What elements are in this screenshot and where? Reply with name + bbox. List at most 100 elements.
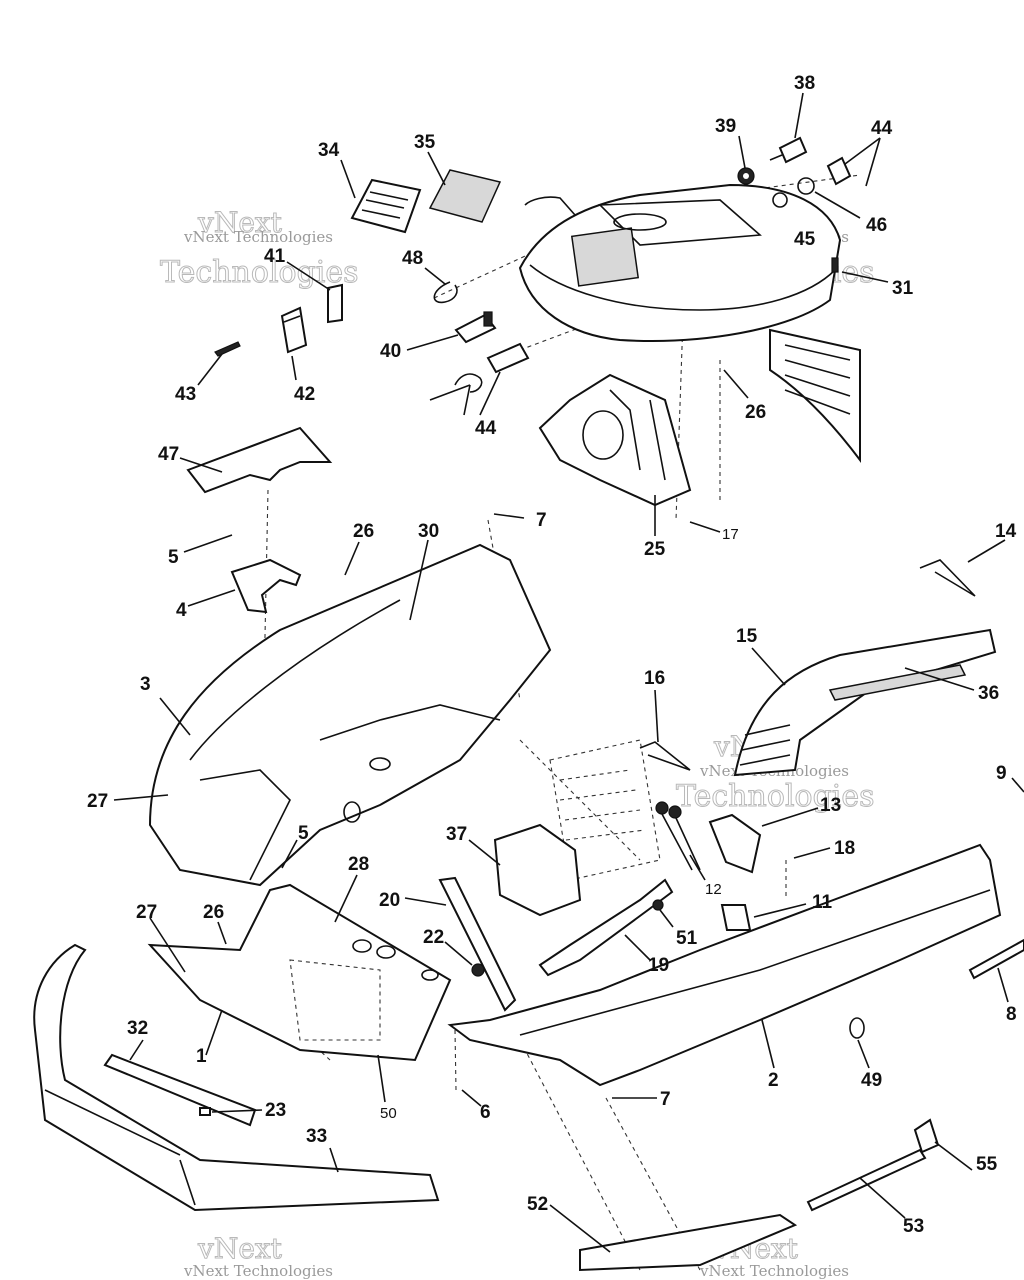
- callout-22: 22: [423, 927, 444, 948]
- part-8-strip: [968, 938, 1024, 980]
- callout-41: 41: [264, 246, 286, 267]
- callout-2: 2: [768, 1070, 779, 1091]
- callout-27-top: 27: [87, 791, 108, 812]
- callout-38: 38: [794, 73, 815, 94]
- callout-51: 51: [676, 928, 698, 949]
- part-15-fender-rail: [733, 628, 997, 777]
- callout-26-top: 26: [745, 402, 766, 423]
- part-41-bracket: [327, 283, 343, 324]
- part-46-washer: [797, 177, 815, 195]
- callout-50: 50: [380, 1105, 397, 1122]
- callout-12: 12: [705, 881, 722, 898]
- callout-20: 20: [379, 890, 400, 911]
- callout-45: 45: [794, 229, 816, 250]
- part-31-bolt: [831, 257, 839, 273]
- callout-11: 11: [812, 892, 833, 913]
- part-55-bracket: [913, 1118, 940, 1154]
- callout-31: 31: [892, 278, 914, 299]
- svg-text:vNext Technologies: vNext Technologies: [183, 1262, 333, 1280]
- part-47-plate: [186, 426, 333, 494]
- part-11-plate: [720, 904, 752, 931]
- part-43-screw: [214, 341, 241, 357]
- callout-47: 47: [158, 444, 179, 465]
- callout-27-bottom: 27: [136, 902, 157, 923]
- callout-6: 6: [480, 1102, 491, 1123]
- part-48-hose: [433, 281, 458, 304]
- callout-17: 17: [722, 526, 739, 543]
- callout-43: 43: [175, 384, 196, 405]
- part-37-baffle: [493, 823, 582, 917]
- part-45-washer: [772, 192, 788, 208]
- callout-30: 30: [418, 521, 439, 542]
- callout-37: 37: [446, 824, 467, 845]
- part-44-spring-and-pin: [429, 342, 530, 401]
- part-28-lower-liner: [147, 883, 452, 1062]
- callout-5-mid: 5: [298, 823, 309, 844]
- svg-text:vNext: vNext: [197, 206, 283, 239]
- part-23-clip: [199, 1107, 211, 1116]
- part-19-strap: [538, 878, 674, 977]
- callout-46: 46: [866, 215, 887, 236]
- callout-9: 9: [996, 763, 1007, 784]
- part-4-bracket: [230, 558, 302, 614]
- part-33-front-bumper: [33, 943, 440, 1212]
- center-hidden-radiator: [549, 739, 661, 881]
- callout-23: 23: [265, 1100, 286, 1121]
- callout-15: 15: [736, 626, 758, 647]
- callout-19: 19: [648, 955, 669, 976]
- part-27-upper-liner: [199, 769, 291, 881]
- callout-49: 49: [861, 1070, 882, 1091]
- svg-text:vNext: vNext: [197, 1232, 283, 1265]
- hood-assembly: [518, 183, 861, 463]
- callout-26-bottom: 26: [203, 902, 224, 923]
- part-32-bumper-plate: [103, 1053, 257, 1127]
- callout-28: 28: [348, 854, 369, 875]
- part-49-plug: [849, 1017, 865, 1039]
- part-25-inner-shroud: [538, 373, 692, 507]
- part-51-nut: [652, 899, 664, 911]
- callout-42: 42: [294, 384, 315, 405]
- part-39-grommet: [737, 167, 755, 185]
- callout-26-mid: 26: [353, 521, 374, 542]
- callout-8: 8: [1006, 1004, 1017, 1025]
- part-53-strap: [806, 1148, 927, 1212]
- callout-55: 55: [976, 1154, 998, 1175]
- svg-text:Technologies: Technologies: [160, 255, 359, 290]
- callout-44-top: 44: [871, 118, 893, 139]
- part-16-clip: [639, 741, 691, 771]
- callout-53: 53: [903, 1216, 924, 1237]
- part-12-wire-clips: [655, 801, 701, 871]
- callout-36: 36: [978, 683, 999, 704]
- callout-44-mid: 44: [475, 418, 497, 439]
- svg-text:vNext Technologies: vNext Technologies: [699, 1262, 849, 1280]
- callout-13: 13: [820, 795, 841, 816]
- leader-lines: [113, 92, 1024, 1253]
- part-2-frame-rail: [447, 843, 1002, 1087]
- callout-34: 34: [318, 140, 340, 161]
- callout-16: 16: [644, 668, 665, 689]
- part-38-latch: [769, 136, 808, 164]
- callout-35: 35: [414, 132, 436, 153]
- callout-labels: 38 39 44 34 35 46 45 31 41 48 40 43 42 4…: [87, 73, 1017, 1237]
- svg-text:Technologies: Technologies: [676, 779, 875, 814]
- callout-7-top: 7: [536, 510, 547, 531]
- callout-14: 14: [995, 521, 1017, 542]
- svg-text:vNext Technologies: vNext Technologies: [183, 228, 333, 246]
- callout-48: 48: [402, 248, 423, 269]
- callout-3: 3: [140, 674, 151, 695]
- part-3-side-panel: [148, 543, 552, 887]
- callout-33: 33: [306, 1126, 327, 1147]
- watermark-top-left: vNext Technologies vNext Technologies: [160, 206, 360, 291]
- part-14-clip: [919, 559, 976, 597]
- part-42-switch-box: [280, 306, 308, 354]
- callout-1: 1: [196, 1046, 207, 1067]
- callout-4: 4: [176, 600, 187, 621]
- callout-25: 25: [644, 539, 666, 560]
- watermark-bottom-left: vNext vNext Technologies: [183, 1232, 333, 1280]
- callout-52: 52: [527, 1194, 548, 1215]
- part-44-clip-top: [826, 156, 852, 186]
- part-13-bracket: [708, 813, 762, 874]
- part-22-nut: [471, 963, 485, 977]
